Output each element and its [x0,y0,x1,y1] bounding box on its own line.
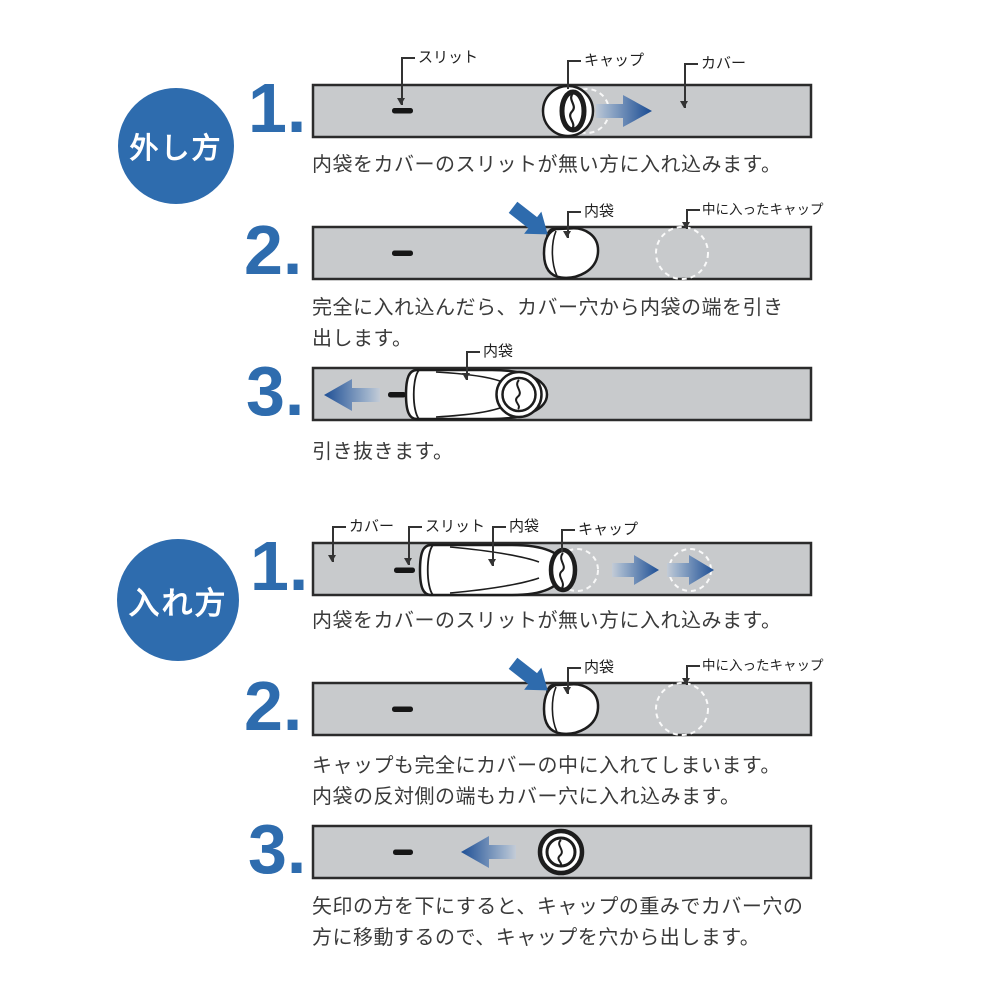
label-cap-inside: 中に入ったキャップ [702,202,824,217]
cap-icon [495,370,543,419]
step-diagram-insert-3 [310,820,816,884]
step-diagram-detach-1 [310,80,816,144]
slit-mark [392,706,413,712]
slit-mark [388,392,406,398]
leader-line [682,665,700,685]
step-number: 1. [250,527,309,605]
step-caption: キャップも完全にカバーの中に入れてしまいます。 内袋の反対側の端もカバー穴に入れ… [312,755,781,808]
arrow-right-icon [667,555,714,585]
step-number: 3. [246,352,305,430]
step-caption: 内袋をカバーのスリットが無い方に入れ込みます。 [312,610,782,632]
slit-mark [394,567,415,573]
label-slit: スリット [418,49,479,66]
cap-icon [548,547,578,593]
step-number: 1. [248,69,307,147]
leader-line [682,209,700,229]
label-slit: スリット [425,518,486,535]
leader-line [680,63,698,108]
cap-icon [537,828,585,876]
arrow-left-icon [324,379,380,411]
label-inner-bag: 内袋 [509,518,540,535]
step-caption: 引き抜きます。 [312,441,454,463]
step-number: 3. [248,810,307,888]
slit-mark [393,849,413,855]
step-diagram-insert-2 [310,652,816,744]
step-caption: 内袋をカバーのスリットが無い方に入れ込みます。 [312,154,782,176]
label-cover: カバー [349,518,395,535]
inner-bag [542,227,600,280]
arrow-right-icon [612,555,659,585]
section-badge-detach: 外し方 [118,88,234,204]
label-inner-bag: 内袋 [483,343,514,360]
leader-line [397,57,415,105]
inner-bag [418,543,566,597]
label-inner-bag: 内袋 [584,659,615,676]
step-caption: 矢印の方を下にすると、キャップの重みでカバー穴の 方に移動するので、キャップを穴… [312,896,804,949]
leader-line [561,529,575,552]
step-number: 2. [244,211,303,289]
label-cap: キャップ [584,52,645,69]
slit-mark [392,250,413,256]
inner-bag [542,683,600,736]
leader-line [462,351,480,380]
arrow-right-icon [596,95,652,127]
leader-line [404,526,422,565]
leader-line [563,211,581,238]
label-cover: カバー [701,55,747,72]
label-cap: キャップ [578,521,639,538]
arrow-diagonal-icon [508,657,548,691]
leader-line [328,526,346,562]
step-diagram-detach-3 [310,362,816,426]
step-diagram-detach-2 [310,196,816,284]
leader-line [488,526,506,566]
section-badge-insert: 入れ方 [117,539,239,661]
label-inner-bag: 内袋 [584,203,615,220]
leader-line [567,60,581,89]
arrow-left-icon [461,836,516,868]
slit-mark [392,108,413,114]
step-caption: 完全に入れ込んだら、カバー穴から内袋の端を引き 出します。 [312,297,784,350]
cap-icon [541,84,595,138]
arrow-diagonal-icon [508,201,548,235]
label-cap-inside: 中に入ったキャップ [702,658,824,673]
leader-line [563,667,581,694]
step-diagram-insert-1 [310,538,816,602]
cover-bar [311,366,813,422]
step-number: 2. [244,667,303,745]
